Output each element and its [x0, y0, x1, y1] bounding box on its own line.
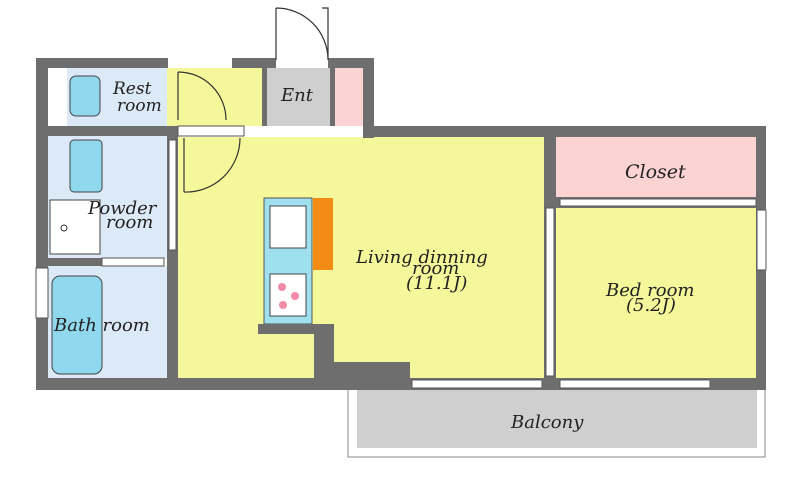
living-room-floor-a [178, 137, 544, 378]
wall-top-left [36, 58, 168, 68]
wall-shoe [330, 68, 335, 126]
window-bath [35, 267, 49, 319]
powder-door-slide [101, 257, 165, 267]
kitchen-sink [269, 205, 307, 249]
wall-inner-h1 [48, 126, 178, 136]
sliding-closet-doors [559, 198, 757, 207]
window-balcony-living [411, 379, 543, 389]
living-door-slide [168, 139, 177, 251]
wall-top-right [328, 58, 374, 68]
wall-bottom-left [36, 378, 346, 390]
powder-room-label-2: room [106, 212, 153, 233]
bed-room-area: (5.2J) [626, 295, 676, 316]
cupboard [313, 198, 333, 270]
balcony-floor [357, 390, 757, 448]
closet-label: Closet [625, 161, 686, 183]
entrance-floor [267, 68, 335, 126]
hall-opening [177, 125, 245, 137]
toilet [69, 75, 101, 117]
sliding-bed-door [545, 207, 555, 377]
bed-room-label: Bed room [605, 280, 694, 301]
rest-room-label-2: room [117, 96, 162, 116]
wall-top-mid [232, 58, 276, 68]
burner-2 [291, 292, 299, 300]
bathtub [51, 275, 103, 375]
hall-floor [167, 68, 267, 126]
ent-label: Ent [280, 85, 314, 106]
powder-sink [69, 139, 103, 193]
window-balcony-bed [559, 379, 711, 389]
wall-kitchen-end [258, 324, 334, 334]
window-bed-right [756, 209, 767, 271]
bath-room-label: Bath room [53, 315, 150, 336]
burner-1 [278, 283, 286, 291]
balcony-label: Balcony [510, 412, 584, 433]
living-door [183, 137, 241, 193]
rest-room-door [177, 71, 227, 121]
wall-inner-h2 [48, 258, 108, 266]
shoe-closet [335, 68, 363, 126]
wall-entry-right [363, 58, 374, 138]
entrance-door [275, 7, 329, 61]
washing-machine-pan [49, 199, 101, 255]
living-room-label-1: Living dinning [355, 247, 488, 268]
wall-left-top [36, 58, 48, 388]
burner-3 [279, 301, 287, 309]
wall-bottom-mid [334, 362, 410, 390]
living-room-label-2: room [412, 258, 459, 279]
wall-entry-split [262, 68, 267, 126]
powder-room-label-1: Powder [87, 198, 158, 219]
wall-kitchen-side [314, 324, 334, 378]
rest-room-label-1: Rest [112, 79, 152, 99]
stove [269, 273, 307, 317]
living-room-area: (11.1J) [406, 273, 467, 294]
closet-floor [556, 137, 756, 197]
wall-top-main [363, 126, 766, 137]
bed-room-floor [556, 208, 756, 378]
drain [60, 224, 68, 232]
wall-inner-v1 [167, 126, 178, 388]
